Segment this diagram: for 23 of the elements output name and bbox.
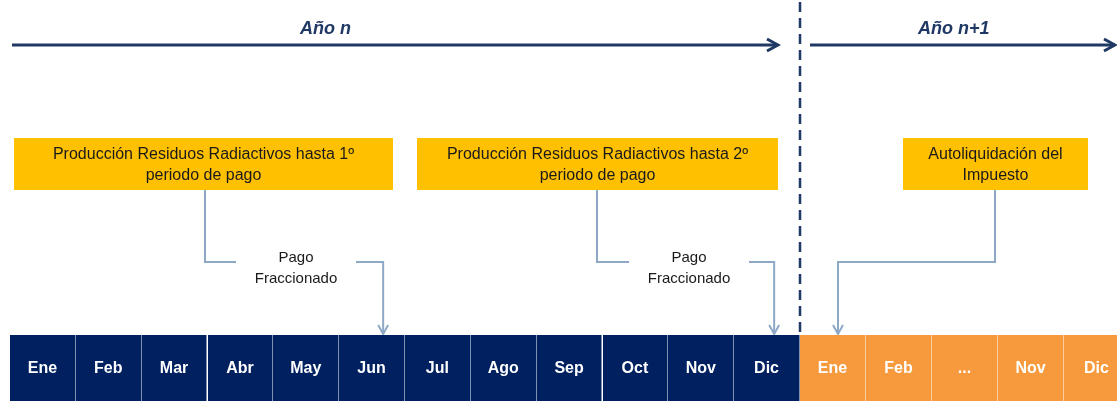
month-cell: Jun [339,335,405,401]
month-cell: Nov [668,335,735,401]
month-cell: Feb [866,335,932,401]
month-cell: May [273,335,340,401]
month-cell: Dic [734,335,800,401]
month-cell: Abr [207,335,274,401]
text-box: Producción Residuos Radiactivos hasta 1º periodo de pago [14,138,393,190]
month-cell: Mar [141,335,208,401]
month-cell: Oct [602,335,669,401]
month-cell: Sep [536,335,603,401]
year-label: Año n+1 [918,18,990,39]
month-cell: Ago [470,335,537,401]
year-label: Año n [300,18,351,39]
arrow [832,189,996,335]
month-cell: Ene [800,335,866,401]
month-cell: Dic [1064,335,1117,401]
text-box: Producción Residuos Radiactivos hasta 2º periodo de pago [417,138,778,190]
month-cell: Feb [75,335,142,401]
month-cell: Nov [998,335,1064,401]
month-cell: ... [932,335,998,401]
month-cell: Jul [405,335,471,401]
text-box: Autoliquidación del Impuesto [903,138,1088,190]
month-cell: Ene [10,335,76,401]
